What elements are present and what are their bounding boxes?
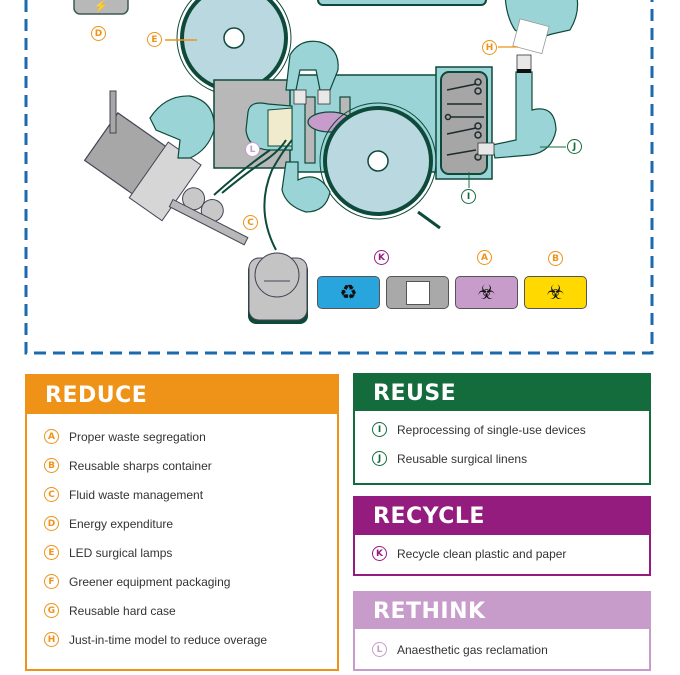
item-text: Recycle clean plastic and paper [397,546,567,561]
list-item: L Anaesthetic gas reclamation [355,635,649,664]
list-item: I Reprocessing of single-use devices [355,415,649,444]
paper-square-icon [405,280,430,305]
operating-room-diagram: ⚡ [24,0,654,355]
rethink-title: RETHINK [355,593,649,629]
letter-badge: L [372,642,387,657]
lightning-icon: ⚡ [94,0,109,13]
nurse-left [149,95,215,159]
letter-badge: A [44,429,59,444]
list-item: G Reusable hard case [27,596,337,625]
reuse-title: REUSE [355,375,649,411]
power-outlet [73,0,129,15]
list-item: K Recycle clean plastic and paper [355,539,649,568]
biohazard-icon: ☣ [546,282,565,304]
list-item: J Reusable surgical linens [355,444,649,473]
list-item: E LED surgical lamps [27,538,337,567]
item-text: Greener equipment packaging [69,574,231,589]
biohazard-icon: ☣ [477,282,496,304]
rethink-list: L Anaesthetic gas reclamation [355,629,649,664]
marker-e: E [147,32,162,47]
item-text: LED surgical lamps [69,545,173,560]
letter-badge: E [44,545,59,560]
recycle-list: K Recycle clean plastic and paper [355,535,649,568]
marker-a: A [477,250,492,265]
surgeon-bottom [281,161,331,213]
surgeon-top [285,40,339,91]
item-text: Anaesthetic gas reclamation [397,642,548,657]
letter-badge: H [44,632,59,647]
marker-h: H [482,40,497,55]
list-item: C Fluid waste management [27,480,337,509]
letter-badge: J [372,451,387,466]
letter-badge: B [44,458,59,473]
item-text: Reusable surgical linens [397,451,528,466]
marker-d: D [91,26,106,41]
list-item: F Greener equipment packaging [27,567,337,596]
top-cabinet [317,0,487,6]
item-text: Energy expenditure [69,516,174,531]
item-text: Fluid waste management [69,487,204,502]
scrub-nurse [491,71,557,159]
marker-j: J [567,139,582,154]
letter-badge: D [44,516,59,531]
item-text: Just-in-time model to reduce overage [69,632,268,647]
reuse-list: I Reprocessing of single-use devices J Reu… [355,411,649,473]
item-text: Proper waste segregation [69,429,206,444]
list-item: B Reusable sharps container [27,451,337,480]
recycle-icon: ♻ [339,282,358,304]
room-boundary [24,0,654,355]
item-text: Reprocessing of single-use devices [397,422,586,437]
marker-l: L [245,142,260,157]
suction-rail [168,198,249,246]
recycle-panel: RECYCLE K Recycle clean plastic and paper [353,496,651,576]
reuse-panel: REUSE I Reprocessing of single-use device… [353,373,651,485]
rethink-panel: RETHINK L Anaesthetic gas reclamation [353,591,651,671]
reduce-title: REDUCE [27,376,337,414]
biohazard-bin: ☣ [455,276,518,309]
marker-c: C [243,215,258,230]
letter-badge: C [44,487,59,502]
item-text: Reusable sharps container [69,458,212,473]
letter-badge: F [44,574,59,589]
recycle-title: RECYCLE [355,498,649,535]
recycling-bin: ♻ [317,276,380,309]
marker-k: K [374,250,389,265]
sharps-bin: ☣ [524,276,587,309]
marker-i: I [461,189,476,204]
operating-room-illustration: ⚡ [24,0,654,355]
marker-b: B [548,251,563,266]
list-item: A Proper waste segregation [27,422,337,451]
item-text: Reusable hard case [69,603,176,618]
reduce-panel: REDUCE A Proper waste segregation B Reusab… [25,374,339,671]
list-item: H Just-in-time model to reduce overage [27,625,337,654]
reduce-list: A Proper waste segregation B Reusable shar… [27,414,337,654]
letter-badge: K [372,546,387,561]
letter-badge: I [372,422,387,437]
letter-badge: G [44,603,59,618]
paper-bin [386,276,449,309]
list-item: D Energy expenditure [27,509,337,538]
